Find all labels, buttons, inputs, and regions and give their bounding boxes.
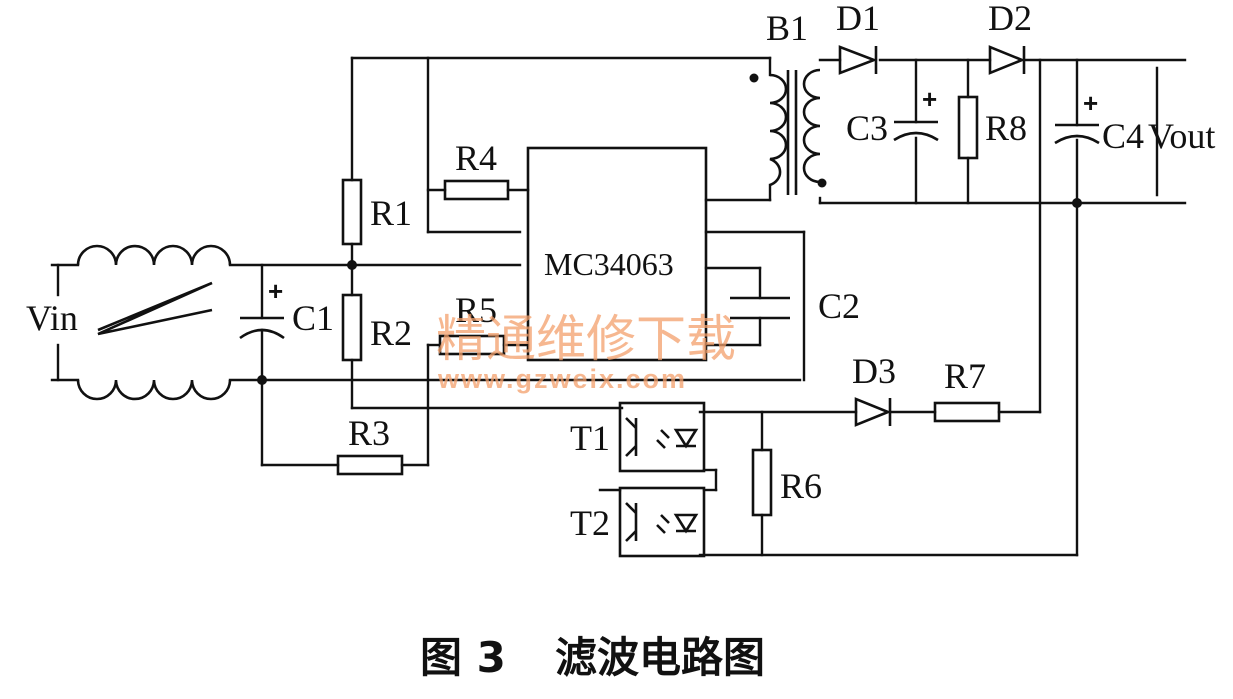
r7-label: R7 <box>944 356 986 396</box>
capacitor-c3: + <box>893 84 939 142</box>
figure-title: 滤波电路图 <box>555 633 765 682</box>
d2-label: D2 <box>988 0 1032 38</box>
r5-label: R5 <box>455 290 497 330</box>
r4-label: R4 <box>455 138 497 178</box>
top-supply-rail <box>350 56 772 234</box>
c4-label: C4 <box>1102 116 1144 156</box>
input-terminals <box>50 263 80 382</box>
resistor-r3 <box>336 454 404 476</box>
divider-wires <box>347 56 624 410</box>
svg-text:+: + <box>922 84 937 114</box>
t2-label: T2 <box>570 503 610 543</box>
vin-label: Vin <box>26 298 78 338</box>
input-top-rail <box>228 263 522 320</box>
c3-label: C3 <box>846 108 888 148</box>
capacitor-c4: + <box>1054 88 1100 145</box>
resistor-r8 <box>957 95 979 160</box>
input-common-mode-choke <box>76 244 232 401</box>
feedback-wires <box>698 410 1079 557</box>
optocoupler-link-wires <box>598 468 718 492</box>
r1-label: R1 <box>370 193 412 233</box>
vout-label: Vout <box>1148 116 1215 156</box>
optocoupler-t2 <box>618 486 706 558</box>
r6-label: R6 <box>780 466 822 506</box>
diode-d3 <box>854 397 892 427</box>
capacitor-c2 <box>730 296 790 320</box>
ic-label: MC34063 <box>544 246 674 282</box>
r5-wires <box>426 343 530 467</box>
d3-label: D3 <box>852 351 896 391</box>
svg-text:+: + <box>1083 88 1098 118</box>
resistor-r1 <box>341 178 363 246</box>
t1-label: T1 <box>570 418 610 458</box>
r2-label: R2 <box>370 313 412 353</box>
secondary-rails <box>818 58 1187 557</box>
diode-d2 <box>988 45 1026 75</box>
r3-label: R3 <box>348 413 390 453</box>
resistor-r2 <box>341 293 363 362</box>
transformer-b1 <box>749 68 827 195</box>
resistor-r6 <box>751 448 773 517</box>
watermark-text: 精通维修下载 <box>436 310 736 368</box>
r8-label: R8 <box>985 108 1027 148</box>
resistor-r4 <box>443 179 510 201</box>
figure-number: 图 3 <box>420 633 506 682</box>
resistor-r5 <box>438 334 506 356</box>
c2-label: C2 <box>818 286 860 326</box>
watermark-url: www.gzweix.com <box>437 364 687 394</box>
capacitor-c1: + <box>239 276 285 382</box>
b1-label: B1 <box>766 8 808 48</box>
input-bottom-rail <box>228 375 802 467</box>
c1-label: C1 <box>292 298 334 338</box>
svg-text:+: + <box>268 276 283 306</box>
ic-mc34063 <box>526 146 708 362</box>
optocoupler-t1 <box>618 401 706 473</box>
d1-label: D1 <box>836 0 880 38</box>
ic-pin-wires <box>704 183 806 382</box>
diode-d1 <box>838 45 878 75</box>
resistor-r7 <box>933 401 1001 423</box>
